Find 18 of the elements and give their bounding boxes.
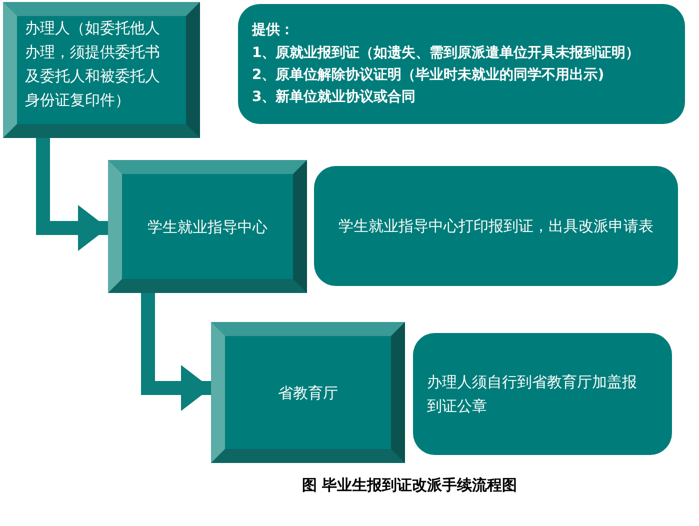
box-text: 办理人（如委托他人办理，须提供委托书及委托人和被委托人身份证复印件） [25,18,160,111]
box-text: 学生就业指导中心 [148,216,268,238]
box-text: 2、原单位解除协议证明（毕业时未就业的同学不用出示) [252,66,606,85]
rounded-box [238,4,685,124]
figure-caption: 图 毕业生报到证改派手续流程图 [302,476,518,495]
bent-arrow [36,138,108,251]
box-text: 学生就业指导中心打印报到证，出具改派申请表 [338,216,654,237]
heading: 提供： [252,21,295,40]
beveled-box [3,2,200,138]
rounded-box [314,166,678,286]
beveled-box [211,322,405,463]
beveled-box [108,160,307,293]
rounded-box [413,333,672,455]
box-text: 3、新单位就业协议或合同 [252,88,417,108]
box-text: 1、原就业报到证（如遗失、需到原派遣单位开具未报到证明） [252,44,641,63]
box-text: 办理人须自行到省教育厅加盖报到证公章 [427,372,638,417]
bent-arrow [141,293,211,411]
box-text: 省教育厅 [278,382,338,404]
